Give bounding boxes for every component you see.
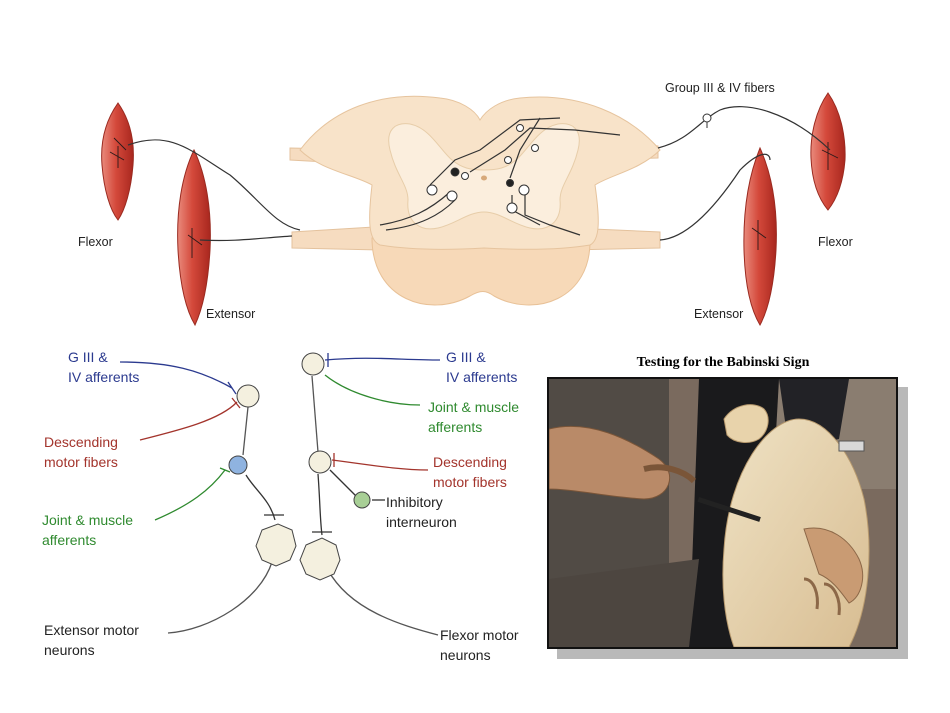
extensor-right-label: Extensor [694, 307, 743, 321]
right-interneuron-top [301, 352, 325, 376]
inhib-line1: Inhibitory [386, 494, 443, 510]
extensor-left-label: Extensor [206, 307, 255, 321]
right-joint-line2: afferents [428, 419, 482, 435]
cord-cell-bodies [426, 124, 539, 214]
group-fibers-label: Group III & IV fibers [665, 81, 775, 95]
right-flexor-muscle [810, 92, 846, 211]
right-desc-line2: motor fibers [433, 474, 507, 490]
flexor-left-label: Flexor [78, 235, 113, 249]
right-interneuron-mid [308, 450, 332, 474]
ventral-body [371, 237, 591, 306]
group-fiber-receptor-icon [702, 113, 712, 128]
spinal-cord-section [289, 95, 661, 306]
right-desc-line1: Descending [433, 454, 507, 470]
left-ext-line2: neurons [44, 642, 95, 658]
right-circuit [311, 353, 441, 636]
peripheral-nerves [127, 106, 831, 242]
babinski-photo [547, 377, 898, 649]
right-joint-line1: Joint & muscle [428, 399, 519, 415]
right-extensor-muscle [743, 146, 777, 327]
cord-neurons [379, 117, 621, 236]
left-interneuron-top [236, 384, 260, 408]
inhibitory-interneuron [353, 491, 371, 509]
right-g3-line1: G III & [446, 349, 486, 365]
babinski-photo-illustration [549, 379, 896, 647]
left-desc-line1: Descending [44, 434, 118, 450]
left-joint-line1: Joint & muscle [42, 512, 133, 528]
left-g3-line1: G III & [68, 349, 108, 365]
left-extensor-muscle [177, 148, 211, 327]
left-interneuron-blue [228, 455, 248, 475]
central-canal [481, 175, 487, 181]
flexor-right-label: Flexor [818, 235, 853, 249]
extensor-motor-neuron [255, 523, 297, 567]
left-circuit [119, 361, 284, 634]
right-flex-line2: neurons [440, 647, 491, 663]
left-g3-line2: IV afferents [68, 369, 139, 385]
right-g3-line2: IV afferents [446, 369, 517, 385]
inhib-line2: interneuron [386, 514, 457, 530]
right-flex-line1: Flexor motor [440, 627, 519, 643]
flexor-motor-neuron [299, 537, 341, 581]
photo-title: Testing for the Babinski Sign [636, 355, 810, 370]
left-ext-line1: Extensor motor [44, 622, 139, 638]
left-desc-line2: motor fibers [44, 454, 118, 470]
left-joint-line2: afferents [42, 532, 96, 548]
left-flexor-muscle [101, 102, 134, 221]
